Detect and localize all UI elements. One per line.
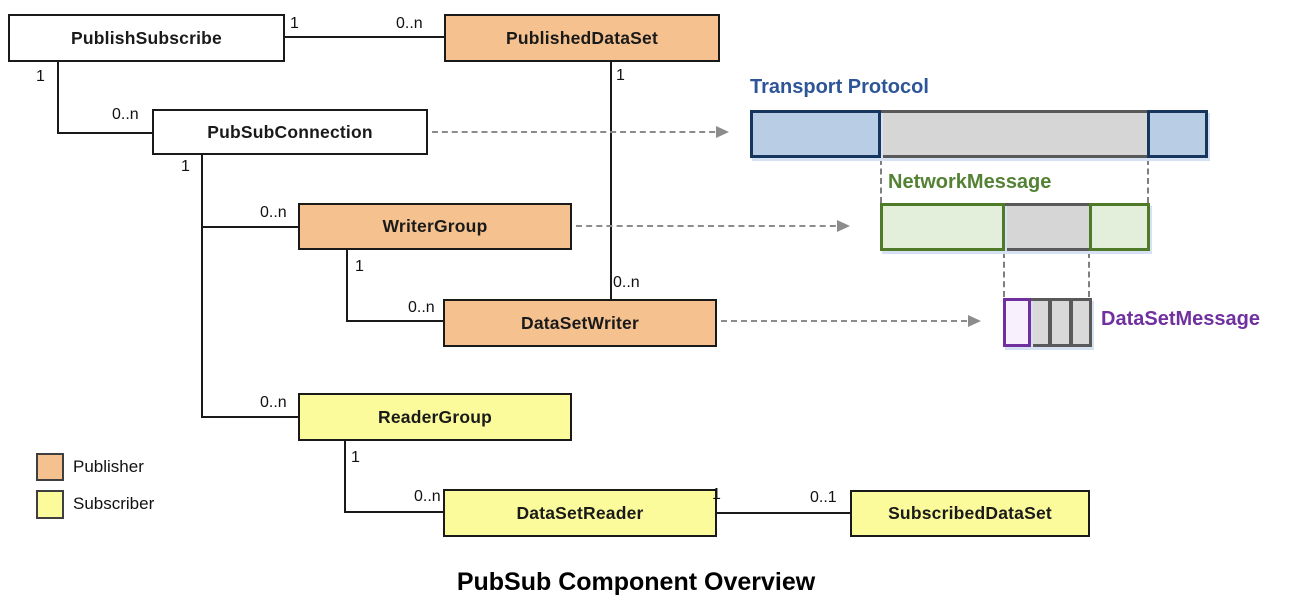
dashed-arrow-connection-to-transport	[432, 126, 729, 138]
node-publishsubscribe: PublishSubscribe	[8, 14, 285, 62]
node-subscribeddataset: SubscribedDataSet	[850, 490, 1090, 537]
node-subscribeddataset-label: SubscribedDataSet	[888, 503, 1052, 523]
node-readergroup-label: ReaderGroup	[377, 406, 493, 427]
multiplicity-wg-1: 1	[355, 258, 364, 275]
edge-readergroup-down	[344, 441, 346, 513]
edge-writergroup-down	[346, 250, 348, 322]
network-message-label: NetworkMessage	[888, 171, 1052, 193]
node-pubsubconnection: PubSubConnection	[152, 109, 428, 155]
dataset-message-bar	[1003, 298, 1092, 347]
multiplicity-ps-conn-1: 1	[36, 68, 45, 85]
multiplicity-ps-pds-n: 0..n	[396, 15, 423, 32]
legend-publisher-label: Publisher	[73, 457, 144, 476]
multiplicity-dsr-sds-n: 0..1	[810, 489, 837, 506]
multiplicity-ps-conn-n: 0..n	[112, 106, 139, 123]
node-datasetreader-label: DataSetReader	[516, 502, 644, 523]
dashed-arrow-datasetwriter-to-datasetmessage	[721, 315, 981, 327]
multiplicity-pds-dsw-n: 0..n	[613, 274, 640, 291]
edge-pubsubconnection-spine	[201, 155, 203, 418]
dataset-message-field-cell	[1049, 298, 1072, 347]
dashed-drop-transport-right	[1147, 159, 1149, 203]
edge-to-pubsubconnection	[57, 132, 153, 134]
edge-to-datasetwriter	[346, 320, 444, 322]
legend-publisher-swatch	[36, 453, 64, 481]
network-trailer-segment	[1089, 203, 1150, 251]
node-datasetwriter-label: DataSetWriter	[520, 312, 639, 333]
multiplicity-conn-rg-n: 0..n	[260, 394, 287, 411]
node-writergroup-label: WriterGroup	[382, 216, 488, 236]
dashed-drop-network-right	[1088, 252, 1090, 297]
dashed-drop-transport-left	[880, 159, 882, 203]
multiplicity-conn-wg-n: 0..n	[260, 204, 287, 221]
multiplicity-ps-pds-1: 1	[290, 15, 299, 32]
multiplicity-wg-dsw-n: 0..n	[408, 299, 435, 316]
dashed-arrow-writergroup-to-networkmessage	[576, 220, 850, 232]
dashed-drop-network-left	[1003, 252, 1005, 297]
edge-publishsubscribe-down	[57, 62, 59, 134]
legend-subscriber-swatch	[36, 490, 64, 519]
dataset-message-field-cell	[1028, 298, 1051, 347]
transport-payload-segment	[878, 110, 1150, 158]
transport-protocol-label: Transport Protocol	[750, 76, 929, 98]
multiplicity-pds-1: 1	[616, 67, 625, 84]
multiplicity-rg-dsr-n: 0..n	[414, 488, 441, 505]
network-message-bar	[880, 203, 1150, 251]
edge-to-writergroup	[201, 226, 299, 228]
edge-to-datasetreader	[344, 511, 444, 513]
dataset-message-label: DataSetMessage	[1101, 308, 1260, 330]
node-publisheddataset: PublishedDataSet	[444, 14, 720, 62]
dataset-message-header-cell	[1003, 298, 1031, 347]
edge-datasetreader-subscribeddataset	[717, 512, 850, 514]
transport-header-segment	[750, 110, 881, 158]
node-datasetwriter: DataSetWriter	[443, 299, 717, 347]
node-publisheddataset-label: PublishedDataSet	[506, 27, 658, 48]
multiplicity-rg-1: 1	[351, 449, 360, 466]
diagram-title: PubSub Component Overview	[456, 568, 816, 596]
node-publishsubscribe-label: PublishSubscribe	[70, 27, 222, 48]
multiplicity-conn-1: 1	[181, 158, 190, 175]
network-header-segment	[880, 203, 1005, 251]
edge-publisheddataset-datasetwriter	[610, 62, 612, 300]
node-writergroup: WriterGroup	[298, 203, 572, 250]
multiplicity-dsr-sds-1: 1	[712, 486, 721, 503]
node-datasetreader: DataSetReader	[443, 489, 717, 537]
dataset-message-field-cell	[1070, 298, 1092, 347]
edge-publishsubscribe-publisheddataset	[285, 36, 444, 38]
transport-trailer-segment	[1147, 110, 1208, 158]
legend-subscriber-label: Subscriber	[73, 494, 155, 513]
edge-to-readergroup	[201, 416, 299, 418]
network-payload-segment	[1002, 203, 1092, 251]
node-readergroup: ReaderGroup	[298, 393, 572, 441]
node-pubsubconnection-label: PubSubConnection	[207, 121, 373, 142]
transport-protocol-bar	[750, 110, 1208, 158]
